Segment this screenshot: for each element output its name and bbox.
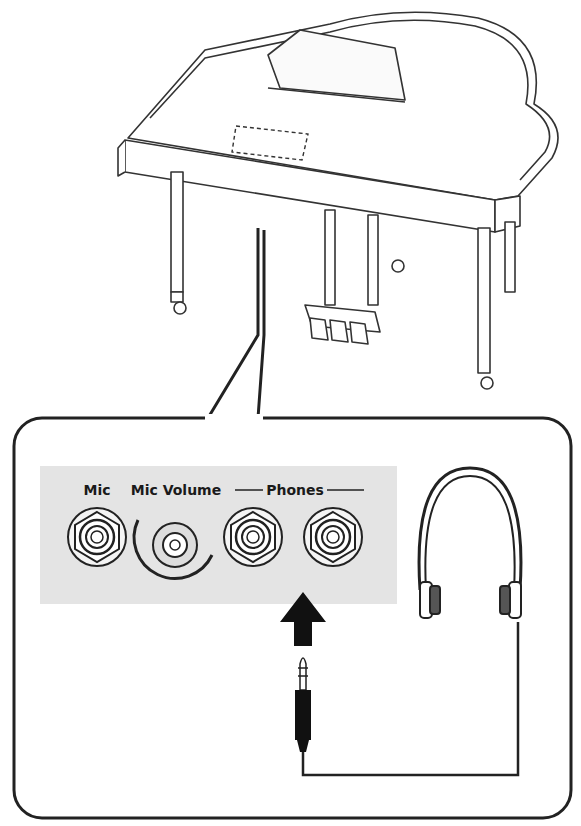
- headphones: [419, 468, 521, 618]
- grand-piano: [118, 12, 558, 389]
- callout-frame: [14, 418, 571, 818]
- jack-label: Mic: [83, 482, 110, 498]
- jack-panel: [40, 466, 397, 604]
- jack-label: Phones: [263, 482, 327, 498]
- insert-arrow: [280, 592, 326, 646]
- jack-label: Mic Volume: [131, 482, 221, 498]
